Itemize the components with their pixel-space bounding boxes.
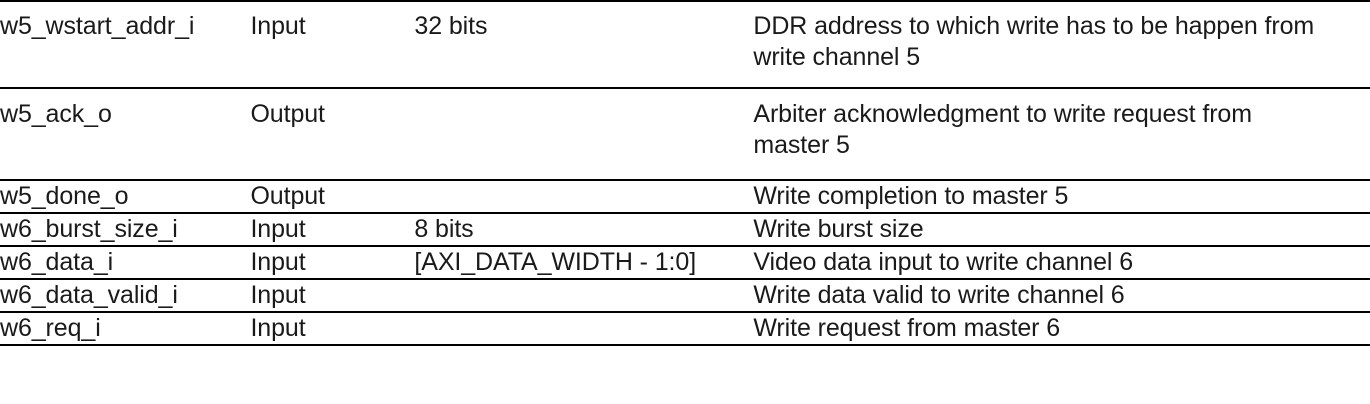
table-row: w5_ack_o Output Arbiter acknowledgment t… bbox=[0, 88, 1370, 180]
signal-description-cell: Write burst size bbox=[753, 215, 924, 243]
table-row: w6_burst_size_i Input 8 bits Write burst… bbox=[0, 213, 1370, 246]
signal-direction-cell: Input bbox=[250, 314, 306, 342]
signal-direction-cell: Output bbox=[250, 182, 325, 210]
signal-width-cell bbox=[414, 312, 753, 345]
signal-description-cell: DDR address to which write has to be hap… bbox=[753, 12, 1315, 71]
signal-description-cell: Video data input to write channel 6 bbox=[753, 248, 1134, 276]
signal-description-table: w5_wstart_addr_i Input 32 bits DDR addre… bbox=[0, 1, 1370, 345]
signal-direction-cell: Input bbox=[250, 281, 306, 309]
signal-width-cell: [AXI_DATA_WIDTH - 1:0] bbox=[414, 248, 697, 276]
signal-name-cell: w5_ack_o bbox=[0, 100, 112, 128]
signal-description-cell: Write completion to master 5 bbox=[753, 182, 1069, 210]
signal-direction-cell: Output bbox=[250, 100, 325, 128]
signal-description-cell: Arbiter acknowledgment to write request … bbox=[753, 100, 1252, 159]
signal-width-cell: 8 bits bbox=[414, 215, 474, 243]
table-row: w5_done_o Output Write completion to mas… bbox=[0, 180, 1370, 213]
signal-description-cell: Write data valid to write channel 6 bbox=[753, 281, 1125, 309]
signal-width-cell bbox=[414, 180, 753, 213]
signal-direction-cell: Input bbox=[250, 215, 306, 243]
signal-direction-cell: Input bbox=[250, 248, 306, 276]
signal-table-body: w5_wstart_addr_i Input 32 bits DDR addre… bbox=[0, 1, 1370, 345]
signal-width-cell bbox=[414, 279, 753, 312]
signal-width-cell: 32 bits bbox=[414, 12, 488, 40]
signal-name-cell: w6_req_i bbox=[0, 314, 101, 342]
signal-description-cell: Write request from master 6 bbox=[753, 314, 1061, 342]
signal-name-cell: w6_data_i bbox=[0, 248, 114, 276]
signal-name-cell: w5_wstart_addr_i bbox=[0, 12, 195, 40]
signal-name-cell: w6_burst_size_i bbox=[0, 215, 178, 243]
table-row: w6_req_i Input Write request from master… bbox=[0, 312, 1370, 345]
signal-name-cell: w5_done_o bbox=[0, 182, 129, 210]
table-row: w6_data_valid_i Input Write data valid t… bbox=[0, 279, 1370, 312]
signal-width-cell bbox=[414, 88, 753, 180]
table-row: w5_wstart_addr_i Input 32 bits DDR addre… bbox=[0, 1, 1370, 88]
table-row: w6_data_i Input [AXI_DATA_WIDTH - 1:0] V… bbox=[0, 246, 1370, 279]
signal-name-cell: w6_data_valid_i bbox=[0, 281, 178, 309]
signal-direction-cell: Input bbox=[250, 12, 306, 40]
